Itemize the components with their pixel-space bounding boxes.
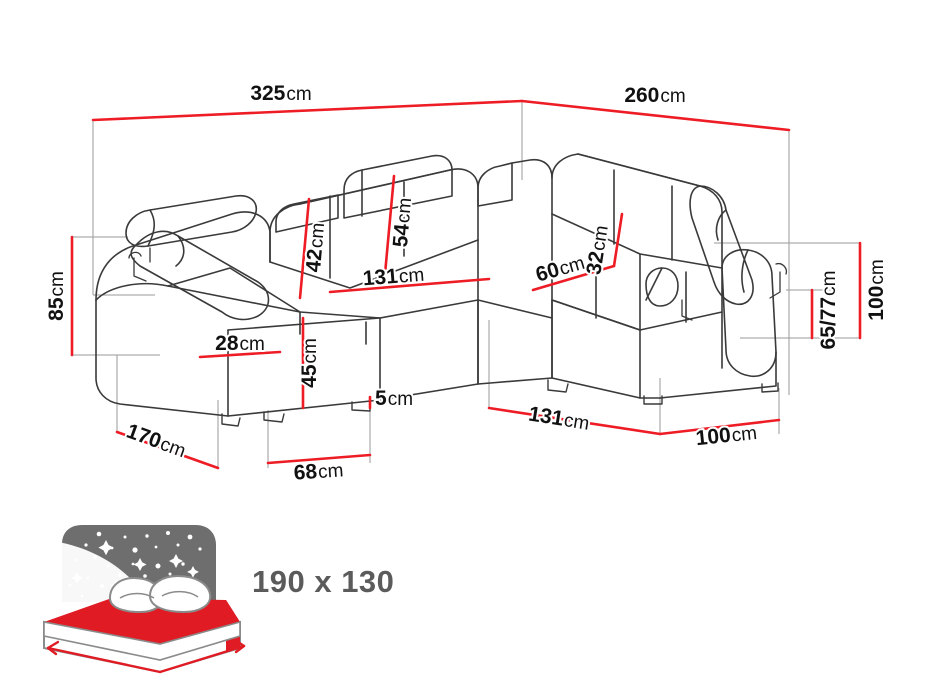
dimline-100-width (658, 418, 781, 436)
label-54: 54cm (389, 197, 416, 249)
dimline-325 (91, 99, 524, 122)
dimension-labels: 325cm 260cm 85cm 42cm 54cm 131cm 60cm 32… (43, 80, 890, 487)
bed-pillows (108, 574, 212, 614)
dimline-260 (520, 99, 791, 132)
bed-size-label: 190 x 130 (252, 564, 394, 599)
dimline-131-seat (328, 277, 491, 294)
label-131-depth: 131cm (527, 402, 591, 434)
label-68: 68cm (293, 458, 344, 484)
dimline-32 (612, 212, 624, 268)
label-260: 260cm (624, 84, 685, 107)
sleeping-bed-icon: 190 x 130 (43, 525, 394, 674)
label-325: 325cm (250, 82, 311, 105)
dimline-60 (531, 264, 616, 292)
bed-pillow-seams (119, 590, 199, 599)
label-28: 28cm (215, 332, 265, 355)
bed-dim-arrows (46, 638, 246, 674)
bed-base-band (43, 620, 241, 661)
label-5: 5cm (375, 387, 413, 410)
label-42: 42cm (302, 222, 329, 274)
sofa-illustration (95, 153, 788, 427)
label-100-width: 100cm (695, 421, 758, 450)
label-100-height: 100cm (865, 259, 888, 320)
dimline-170 (115, 430, 220, 470)
label-60: 60cm (533, 251, 587, 287)
dimline-68 (266, 453, 372, 465)
label-85: 85cm (45, 271, 68, 321)
label-131-seat: 131cm (362, 263, 425, 291)
label-32: 32cm (582, 224, 612, 277)
dimension-lines (70, 99, 862, 470)
label-6577: 65/77cm (817, 271, 840, 350)
dimline-54 (383, 174, 396, 276)
dimline-131-depth (487, 406, 662, 436)
dimline-28 (198, 350, 282, 359)
dimline-42 (298, 197, 311, 300)
label-45: 45cm (298, 338, 321, 388)
